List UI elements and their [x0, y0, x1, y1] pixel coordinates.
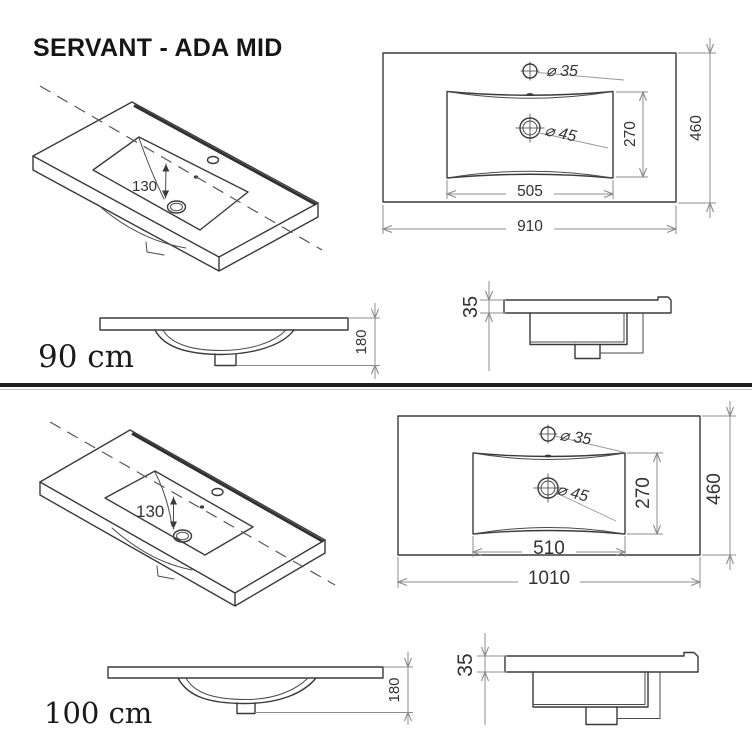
basin-slope-bottom — [472, 527, 626, 535]
dim-total-width-100: 1010 — [528, 568, 570, 589]
slab-section — [504, 651, 699, 673]
depth-arrow — [162, 163, 170, 199]
slab-top-face — [39, 429, 326, 594]
section-view-100: 35 — [454, 633, 699, 726]
dim-top-thickness-100: 35 — [454, 653, 477, 676]
overflow-slot — [544, 454, 552, 458]
section-90cm: 130 ⌀ 35 ⌀ 45 505 — [32, 38, 716, 379]
center-axis-dashed — [39, 85, 323, 251]
dim-total-depth-90: 460 — [688, 115, 705, 141]
label-faucet-diameter-90: ⌀ 35 — [546, 63, 578, 80]
drain-stub — [585, 706, 618, 726]
under-drain-stub — [145, 241, 165, 256]
drain-stub — [214, 353, 237, 367]
front-view-90: 180 — [99, 303, 380, 379]
slab-profile — [107, 666, 384, 679]
basin-box — [532, 671, 649, 708]
basin-outline — [104, 470, 254, 556]
bowl-outer — [177, 677, 317, 705]
overflow-slot — [526, 93, 534, 96]
slab-section — [503, 296, 672, 314]
center-axis-dashed — [49, 421, 336, 586]
overflow-channel — [599, 312, 644, 354]
under-drain-stub — [156, 565, 175, 580]
section-view-90: 35 — [460, 281, 672, 371]
size-label-100cm: 100 cm — [44, 696, 153, 730]
slab-thickness — [32, 155, 319, 272]
bowl-inner — [185, 677, 309, 700]
bowl-outer — [154, 329, 295, 356]
backsplash-edge — [131, 432, 324, 543]
section-divider — [0, 383, 752, 387]
label-drain-diameter-90: ⌀ 45 — [543, 122, 578, 145]
section-divider-shadow — [0, 389, 752, 390]
basin-box-inner — [532, 671, 646, 705]
dim-total-width-90: 910 — [517, 218, 543, 235]
countertop-outline — [397, 415, 701, 556]
dim-bowl-depth-90: 130 — [132, 178, 157, 195]
basin-slope-top — [446, 91, 614, 99]
basin-box — [529, 312, 628, 346]
drain-stub — [574, 343, 601, 360]
drain-leader — [555, 492, 617, 522]
front-view-100: 180 — [107, 652, 413, 725]
dim-total-depth-100: 460 — [704, 473, 725, 505]
faucet-leader — [554, 435, 626, 453]
drain-stub — [236, 702, 256, 715]
drain-hole-inner — [170, 202, 183, 212]
size-label-90cm: 90 cm — [38, 339, 135, 375]
slab-thickness — [39, 481, 326, 607]
dim-top-thickness-90: 35 — [460, 296, 482, 318]
faucet-hole — [206, 155, 220, 165]
section-100cm: 130 ⌀ 35 ⌀ 45 510 — [39, 401, 736, 726]
slab-top-face — [32, 101, 319, 258]
dim-bowl-depth-100: 130 — [136, 502, 164, 521]
iso-view-100: 130 — [39, 421, 336, 607]
dim-total-height-100: 180 — [386, 677, 403, 702]
slab-profile — [99, 317, 349, 331]
drain-hole-outer — [166, 200, 187, 214]
iso-view-90: 130 — [32, 85, 323, 272]
overflow-hole — [199, 505, 205, 509]
faucet-leader — [536, 72, 625, 81]
bowl-inner — [162, 329, 287, 351]
overflow-channel — [616, 671, 661, 719]
plan-view-100: ⌀ 35 ⌀ 45 510 1010 270 — [398, 401, 736, 589]
dim-basin-depth-100: 270 — [633, 477, 654, 509]
page-title: SERVANT - ADA MID — [33, 34, 283, 62]
basin-wall-curve — [138, 137, 165, 200]
drain-leader — [537, 132, 609, 149]
dim-basin-depth-90: 270 — [622, 121, 639, 147]
drain-hole-outer — [172, 529, 193, 543]
under-bowl-arc — [96, 203, 187, 249]
plan-view-90: ⌀ 35 ⌀ 45 505 910 270 — [383, 38, 716, 235]
dim-basin-width-100: 510 — [533, 538, 565, 559]
basin-slope-top — [472, 452, 626, 460]
dim-basin-width-90: 505 — [517, 183, 543, 200]
label-faucet-diameter-100: ⌀ 35 — [558, 427, 592, 448]
faucet-hole — [211, 487, 224, 497]
basin-outline — [92, 136, 249, 231]
basin-slope-bottom — [446, 170, 614, 179]
dim-total-height-90: 180 — [353, 329, 370, 354]
backsplash-edge — [133, 104, 317, 206]
basin-box-inner — [529, 312, 625, 343]
under-bowl-arc — [111, 527, 193, 571]
drain-hole-inner — [176, 531, 189, 541]
